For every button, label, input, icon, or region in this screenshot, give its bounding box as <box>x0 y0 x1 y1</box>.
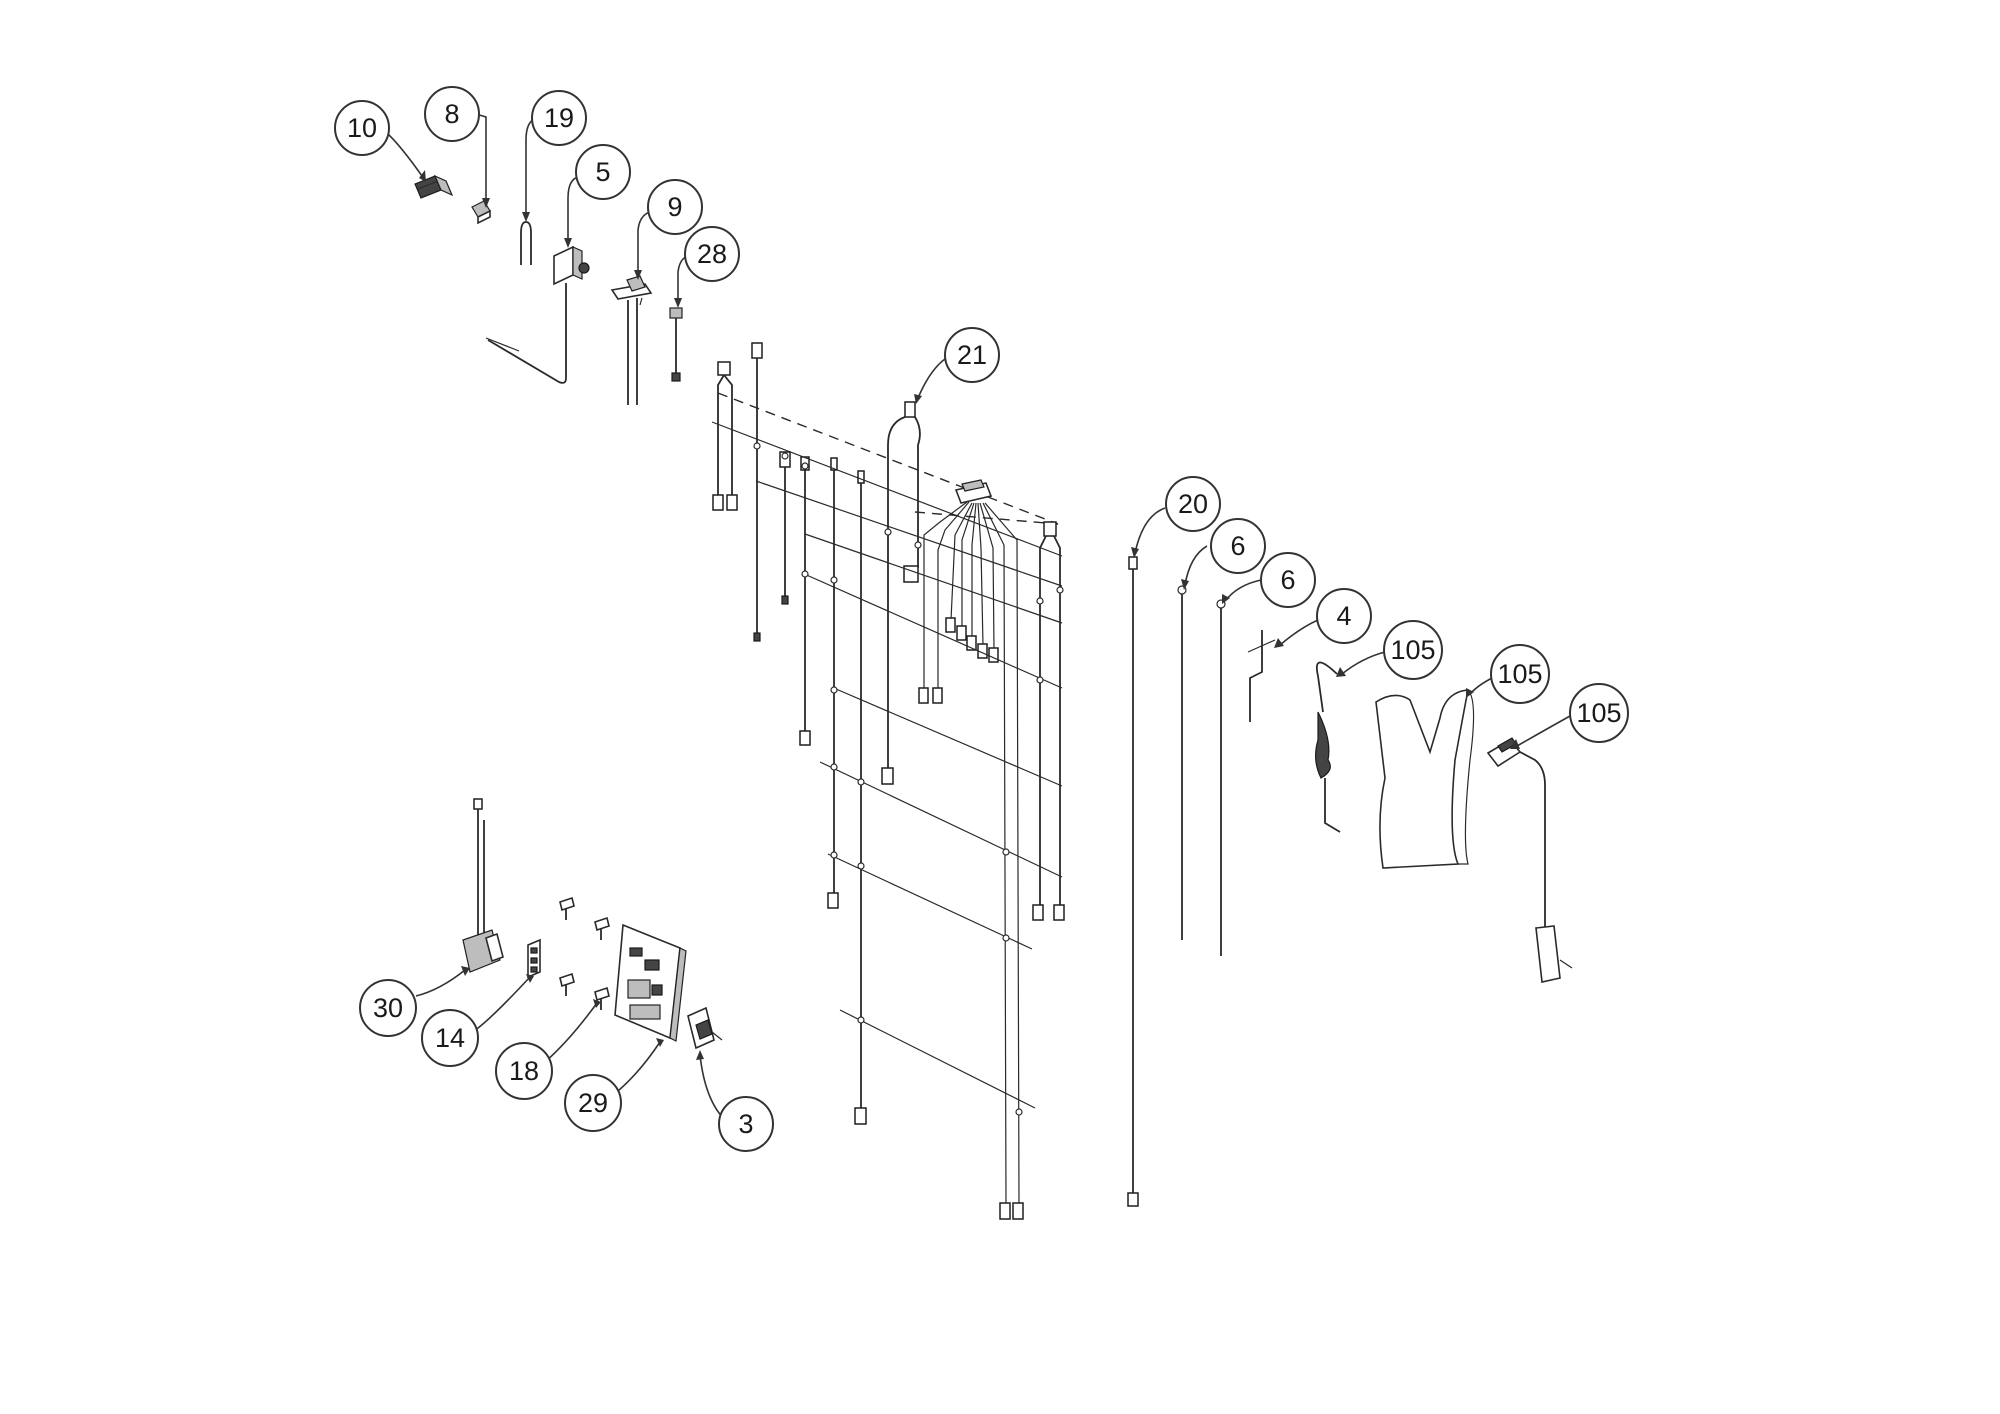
part-10-terminal-block <box>414 174 454 199</box>
callout-105c-label: 105 <box>1576 698 1621 728</box>
part-29-control-board <box>614 923 687 1042</box>
callout-29-label: 29 <box>578 1088 608 1118</box>
callout-3-label: 3 <box>738 1109 753 1139</box>
callout-105a: 105 <box>1383 620 1443 680</box>
callout-10: 10 <box>334 100 390 156</box>
callout-105a-label: 105 <box>1390 635 1435 665</box>
part-4-bracket-wire <box>1247 630 1276 722</box>
callout-14: 14 <box>421 1009 479 1067</box>
part-5-thermostat <box>485 245 590 384</box>
callout-105b: 105 <box>1490 644 1550 704</box>
callout-6b-label: 6 <box>1280 565 1295 595</box>
part-28-sensor-lead <box>669 307 683 382</box>
part-30-bracket-assembly <box>462 798 504 973</box>
callout-19-label: 19 <box>544 103 574 133</box>
callout-10-label: 10 <box>347 113 377 143</box>
part-3-switch <box>687 1006 723 1050</box>
callout-14-label: 14 <box>435 1023 465 1053</box>
part-105-coiled-cord <box>1315 661 1341 833</box>
callout-30-label: 30 <box>373 993 403 1023</box>
part-14-terminal-strip <box>527 938 541 979</box>
callout-6b: 6 <box>1260 552 1316 608</box>
callout-8: 8 <box>424 86 480 142</box>
callout-6a-label: 6 <box>1230 531 1245 561</box>
callout-5: 5 <box>575 144 631 200</box>
part-20-long-wire <box>1127 556 1139 1207</box>
callout-20-label: 20 <box>1178 489 1208 519</box>
callout-6a: 6 <box>1210 518 1266 574</box>
callout-21-label: 21 <box>957 340 987 370</box>
callout-28: 28 <box>684 226 740 282</box>
callout-20: 20 <box>1165 476 1221 532</box>
part-9-terminal-pins <box>610 275 653 405</box>
callout-21: 21 <box>944 327 1000 383</box>
callout-28-label: 28 <box>697 239 727 269</box>
callout-105c: 105 <box>1569 683 1629 743</box>
callout-5-label: 5 <box>595 157 610 187</box>
callout-3: 3 <box>718 1096 774 1152</box>
callout-29: 29 <box>564 1074 622 1132</box>
part-21-main-harness <box>711 342 1065 1220</box>
callout-9-label: 9 <box>667 192 682 222</box>
part-105-sleeve <box>1375 689 1475 869</box>
callout-18-label: 18 <box>509 1056 539 1086</box>
callout-9: 9 <box>647 179 703 235</box>
callout-4-label: 4 <box>1336 601 1351 631</box>
callout-8-label: 8 <box>444 99 459 129</box>
part-18-screws <box>559 896 610 1010</box>
callout-18: 18 <box>495 1042 553 1100</box>
callout-30: 30 <box>359 979 417 1037</box>
callout-4: 4 <box>1316 588 1372 644</box>
callout-105b-label: 105 <box>1497 659 1542 689</box>
callout-19: 19 <box>531 90 587 146</box>
